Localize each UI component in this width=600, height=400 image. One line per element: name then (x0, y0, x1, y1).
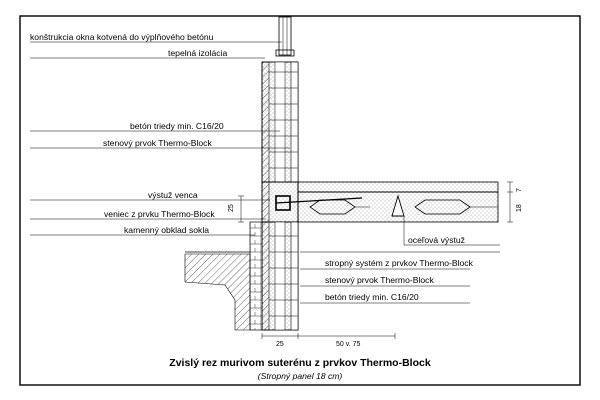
label-concrete-bottom: betón triedy min. C16/20 (325, 292, 419, 302)
label-wall-element-bottom: stenový prvok Thermo-Block (325, 275, 434, 285)
dim-slab-thickness: 18 (516, 204, 523, 212)
dimension-lines (238, 181, 513, 339)
label-wall-element-top: stenový prvok Thermo-Block (103, 138, 212, 148)
sheet-frame (19, 15, 581, 386)
window-frame (275, 16, 295, 57)
dim-ring-beam-height: 25 (228, 204, 235, 212)
label-stone-cladding: kamenný obklad sokla (124, 225, 209, 235)
label-steel-reinforcement: oceľová výstuž (408, 235, 465, 245)
ring-beam (261, 181, 363, 223)
ground-and-cladding (184, 221, 263, 331)
label-window-anchor: konštrukcia okna kotvená do výplňového b… (30, 32, 214, 42)
leader-lines (30, 41, 500, 304)
label-thermal-insulation: tepelná izolácia (168, 48, 227, 58)
label-ring-beam: veniec z prvku Thermo-Block (104, 209, 215, 219)
ceiling-slab (297, 181, 499, 223)
caption-title: Zvislý rez murivom suterénu z prvkov The… (169, 357, 431, 369)
caption-subtitle: (Stropný panel 18 cm) (258, 371, 343, 381)
label-ceiling-system: stropný systém z prvkov Thermo-Block (325, 258, 474, 268)
label-concrete-top: betón triedy min. C16/20 (130, 121, 224, 131)
dim-wall-width: 25 (276, 341, 284, 348)
dim-topping: 7 (516, 188, 523, 192)
label-ring-beam-reinforcement: výstuž venca (148, 190, 198, 200)
upper-wall (261, 61, 299, 183)
dim-spacing: 50 v. 75 (336, 341, 360, 348)
lower-wall (261, 221, 299, 331)
